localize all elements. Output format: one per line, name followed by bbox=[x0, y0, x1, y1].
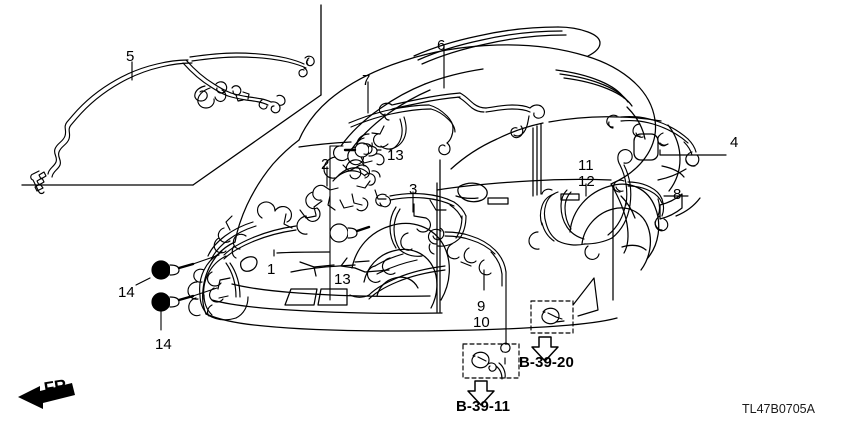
grommet-13-upper bbox=[343, 142, 378, 158]
callout-10: 10 bbox=[473, 314, 490, 331]
callout-2: 2 bbox=[321, 156, 330, 173]
detail-content-b3911 bbox=[471, 342, 511, 380]
callout-6: 6 bbox=[437, 37, 446, 54]
detail-box-b3911 bbox=[462, 343, 520, 379]
callout-12: 12 bbox=[578, 173, 595, 190]
callout-1: 1 bbox=[267, 261, 276, 278]
harness-6 bbox=[378, 92, 545, 139]
reference-b-39-11[interactable]: B-39-11 bbox=[456, 398, 511, 415]
leader-13-vert bbox=[329, 145, 344, 301]
arrow-b3911 bbox=[467, 380, 495, 406]
harness-4 bbox=[606, 114, 700, 167]
harness-2 bbox=[207, 159, 391, 261]
callout-7: 7 bbox=[362, 72, 371, 89]
grommet-13-lower bbox=[329, 223, 371, 243]
callout-9: 9 bbox=[477, 298, 486, 315]
drawing-part-number: TL47B0705A bbox=[742, 402, 815, 416]
leader-4 bbox=[659, 149, 727, 156]
callout-4: 4 bbox=[730, 134, 739, 151]
vehicle-body-outline bbox=[202, 26, 701, 332]
harness-8 bbox=[613, 179, 669, 232]
callout-3: 3 bbox=[409, 181, 418, 198]
callout-8: 8 bbox=[673, 186, 682, 203]
detail-box-b3920 bbox=[530, 300, 574, 334]
bolt-14-upper bbox=[151, 254, 220, 280]
callout-14-upper: 14 bbox=[118, 284, 135, 301]
callout-tail-b3920 bbox=[572, 277, 599, 317]
callout-13-lower: 13 bbox=[334, 271, 351, 288]
harness-3 bbox=[375, 193, 467, 257]
bolt-14-lower bbox=[151, 287, 218, 331]
detail-content-b3920 bbox=[541, 307, 565, 325]
arrow-b3920 bbox=[531, 336, 559, 362]
harness-11-12 bbox=[528, 149, 633, 260]
front-direction-label: FR. bbox=[42, 374, 73, 399]
harness-7 bbox=[323, 104, 456, 180]
callout-14-lower: 14 bbox=[155, 336, 172, 353]
leader-14-upper bbox=[135, 277, 151, 286]
callout-5: 5 bbox=[126, 48, 135, 65]
reference-b-39-20[interactable]: B-39-20 bbox=[519, 354, 574, 371]
harness-9-10 bbox=[349, 228, 507, 300]
callout-13-upper: 13 bbox=[387, 147, 404, 164]
harness-5 bbox=[30, 52, 315, 195]
fr-arrow-icon bbox=[18, 383, 75, 409]
callout-11: 11 bbox=[578, 157, 594, 174]
inset-panel-border bbox=[21, 4, 322, 186]
